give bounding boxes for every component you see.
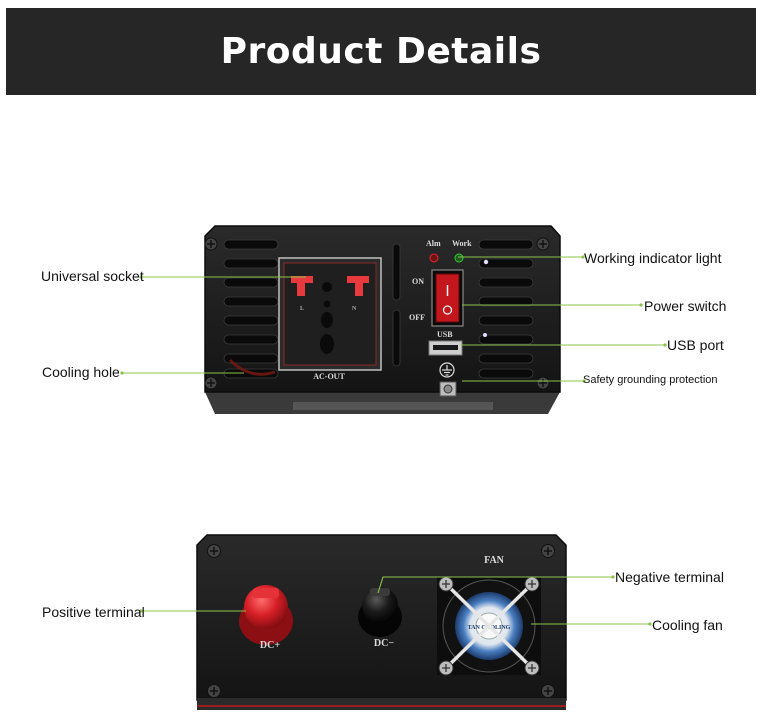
right-vents bbox=[478, 239, 534, 379]
fan-guard-icon bbox=[444, 582, 534, 670]
screw-icon bbox=[207, 544, 555, 698]
switch-on-label: ON bbox=[412, 277, 424, 286]
usb-label: USB bbox=[437, 330, 453, 339]
alarm-led bbox=[429, 253, 439, 263]
svg-text:L: L bbox=[300, 306, 304, 312]
ac-out-label: AC-OUT bbox=[313, 372, 345, 381]
ground-symbol-icon bbox=[439, 362, 455, 378]
power-switch[interactable] bbox=[431, 269, 464, 327]
universal-socket: L N bbox=[278, 257, 382, 371]
callout-universal-socket: Universal socket bbox=[41, 268, 144, 284]
ground-bolt bbox=[439, 381, 457, 397]
callout-power-switch: Power switch bbox=[644, 298, 727, 314]
callout-working-indicator-light: Working indicator light bbox=[584, 250, 722, 266]
screw-icon bbox=[204, 237, 550, 390]
dc-minus-label: DC− bbox=[374, 638, 394, 649]
callout-safety-grounding: Safety grounding protection bbox=[583, 374, 718, 386]
cooling-hole-vents bbox=[223, 239, 279, 379]
rear-panel: DC+ DC− FAN TAN COOLING bbox=[196, 534, 567, 710]
fan-label: FAN bbox=[484, 555, 505, 566]
front-panel: L N AC-OUT Alm Work ON OFF USB bbox=[204, 225, 561, 414]
page-title: Product Details bbox=[220, 31, 542, 72]
callout-usb-port: USB port bbox=[667, 337, 724, 353]
cooling-fan: TAN COOLING bbox=[437, 576, 541, 676]
negative-terminal-knob[interactable] bbox=[358, 587, 402, 637]
callout-cooling-hole: Cooling hole bbox=[42, 364, 120, 380]
header-banner: Product Details bbox=[6, 8, 756, 95]
alm-label: Alm bbox=[426, 239, 441, 248]
dc-plus-label: DC+ bbox=[260, 640, 280, 651]
leader-dots bbox=[120, 255, 667, 626]
usb-port[interactable] bbox=[428, 340, 463, 356]
svg-text:N: N bbox=[352, 306, 357, 312]
callout-positive-terminal: Positive terminal bbox=[42, 604, 145, 620]
work-led bbox=[454, 253, 464, 263]
work-label: Work bbox=[452, 239, 472, 248]
callout-cooling-fan: Cooling fan bbox=[652, 617, 723, 633]
positive-terminal-knob[interactable] bbox=[239, 585, 293, 645]
callout-negative-terminal: Negative terminal bbox=[615, 569, 724, 585]
switch-off-label: OFF bbox=[409, 313, 425, 322]
leader-lines bbox=[122, 256, 665, 625]
